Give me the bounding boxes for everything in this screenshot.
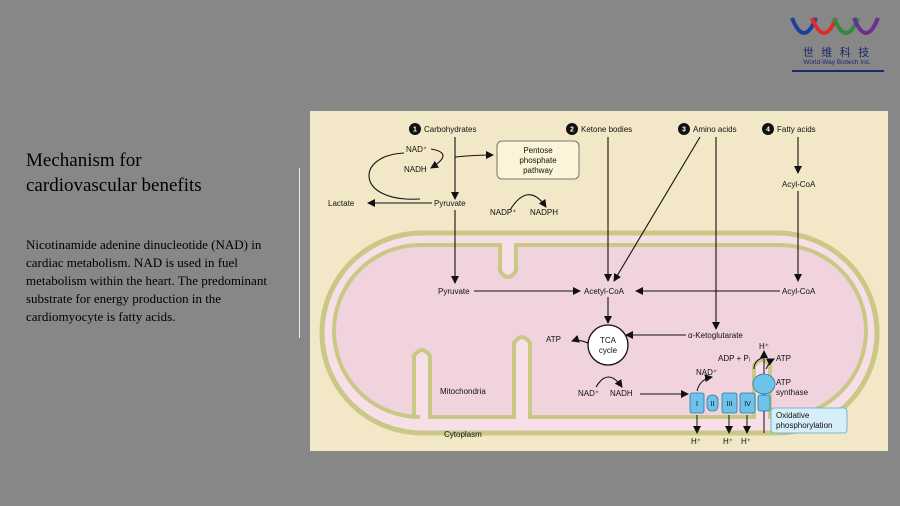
company-logo: 世 维 科 技 World-Way Biotech Inc. [782, 8, 892, 72]
label-nad-plus-top: NAD⁺ [406, 145, 427, 154]
logo-arcs-icon [790, 17, 880, 35]
label-h-plus-4: H⁺ [741, 437, 751, 446]
tca-line-2: cycle [599, 346, 618, 355]
complex-2 [706, 394, 719, 412]
tca-line-1: TCA [600, 336, 617, 345]
atp-synthase: H⁺ ADP + Pᵢ ATP ATP synthase [718, 342, 809, 433]
source-number-badge [678, 123, 690, 135]
complex-3 [721, 392, 738, 414]
label-nadh-top: NADH [404, 165, 427, 174]
label-adp-pi: ADP + Pᵢ [718, 354, 750, 363]
label-alpha-ketoglutarate: α-Ketoglutarate [688, 331, 743, 340]
label-lactate: Lactate [328, 199, 355, 208]
source-number: 2 [570, 127, 574, 134]
source-number: 1 [413, 127, 417, 134]
diagram-svg: 1 Carbohydrates 2 Ketone bodies 3 Amino … [319, 123, 880, 446]
source-carbohydrates: 1 Carbohydrates [409, 123, 476, 135]
source-label: Amino acids [693, 125, 737, 134]
arrow-atp-out [765, 358, 775, 370]
label-cytoplasm: Cytoplasm [444, 430, 482, 439]
arrow-nad-to-nadh [430, 148, 444, 169]
arrow-nad-to-nadh-tca [595, 376, 623, 388]
label-nadh-tca: NADH [610, 389, 633, 398]
complex-2-label: II [711, 401, 715, 408]
arrow-amino-to-acetylcoa [613, 136, 701, 282]
label-h-plus-1: H⁺ [691, 437, 701, 446]
source-label: Ketone bodies [581, 125, 632, 134]
atp-synthase-stalk [757, 394, 771, 412]
label-pyruvate-top: Pyruvate [434, 199, 466, 208]
slide-title: Mechanism for cardiovascular benefits [26, 148, 286, 198]
complex-1 [689, 392, 705, 414]
slide-title-line-2: cardiovascular benefits [26, 175, 202, 196]
source-number-badge [409, 123, 421, 135]
arrow-tca-to-atp [571, 334, 589, 344]
pentose-line-2: phosphate [519, 156, 557, 165]
ox-phos-line-2: phosphorylation [776, 421, 832, 430]
source-label: Carbohydrates [424, 125, 476, 134]
complex-3-label: III [727, 401, 733, 408]
slide-body-text: Nicotinamide adenine dinucleotide (NAD) … [26, 237, 267, 324]
arrow-adp-in [753, 356, 767, 370]
complex-1-label: I [696, 401, 698, 408]
source-number-badge [566, 123, 578, 135]
source-amino-acids: 3 Amino acids [678, 123, 737, 135]
tca-cycle-circle [587, 324, 629, 366]
label-nad-plus-tca: NAD⁺ [578, 389, 599, 398]
source-ketone-bodies: 2 Ketone bodies [566, 123, 632, 135]
label-h-plus-3: H⁺ [723, 437, 733, 446]
label-h-plus-top: H⁺ [759, 342, 769, 351]
label-nad-plus-etc: NAD⁺ [696, 368, 717, 377]
label-pyruvate-inner: Pyruvate [438, 287, 470, 296]
source-number: 4 [766, 127, 770, 134]
arrow-nadp-to-nadph [509, 194, 547, 211]
atp-synthase-line-2: synthase [776, 388, 809, 397]
logo-english-text: World-Way Biotech Inc. [803, 59, 871, 66]
label-acyl-coa-inner: Acyl-CoA [782, 287, 816, 296]
logo-underline [792, 70, 884, 72]
complex-4-label: IV [744, 401, 751, 408]
slide-title-line-1: Mechanism for [26, 150, 142, 171]
source-number: 3 [682, 127, 686, 134]
pentose-line-3: pathway [523, 166, 553, 175]
nad-metabolism-diagram: 1 Carbohydrates 2 Ketone bodies 3 Amino … [310, 111, 888, 451]
logo-chinese-text: 世 维 科 技 [802, 46, 872, 59]
oxidative-phosphorylation-box [770, 407, 848, 434]
label-acyl-coa-top: Acyl-CoA [782, 180, 816, 189]
atp-synthase-head [752, 373, 776, 395]
label-nadp-plus: NADP⁺ [490, 208, 516, 217]
label-acetyl-coa: Acetyl-CoA [584, 287, 625, 296]
label-nadph: NADPH [530, 208, 558, 217]
arrow-to-pentose [454, 151, 494, 160]
label-atp-synthase-out: ATP [776, 354, 791, 363]
pentose-phosphate-box [496, 140, 580, 180]
atp-synthase-line-1: ATP [776, 378, 791, 387]
pentose-line-1: Pentose [523, 146, 553, 155]
arrow-nad-cycle [368, 152, 421, 200]
ox-phos-line-1: Oxidative [776, 411, 810, 420]
arrow-complex-to-nad [696, 374, 713, 392]
vertical-divider [299, 168, 300, 338]
label-atp-tca: ATP [546, 335, 561, 344]
source-number-badge [762, 123, 774, 135]
electron-transport-chain: I II III IV NAD⁺ H⁺ H⁺ H⁺ [689, 368, 756, 446]
complex-4 [739, 392, 756, 414]
label-mitochondria: Mitochondria [440, 387, 486, 396]
source-fatty-acids: 4 Fatty acids [762, 123, 816, 135]
source-label: Fatty acids [777, 125, 816, 134]
